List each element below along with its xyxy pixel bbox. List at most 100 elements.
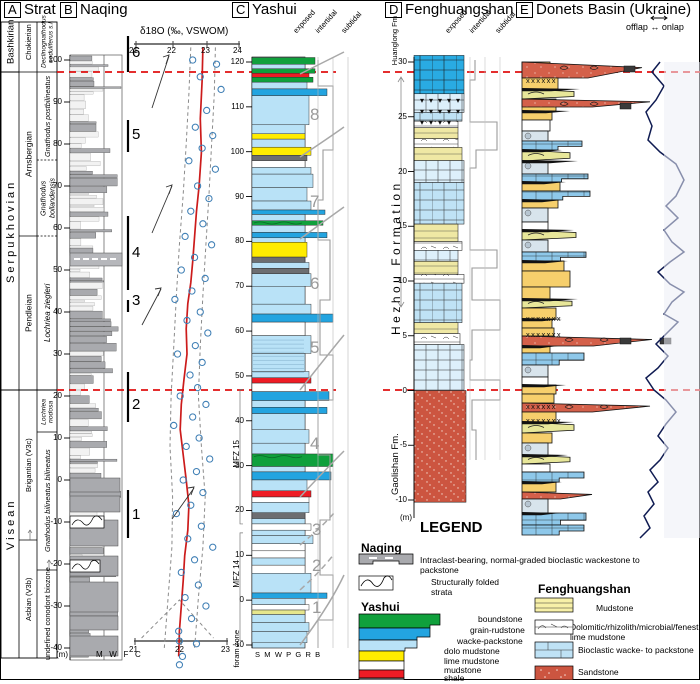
panel-c-yashui-column [251, 56, 349, 649]
panel-title-a: Strat [24, 1, 56, 18]
panel-title-d: Fenghuangshan [405, 1, 514, 18]
yashui-tick-50: 50 [235, 370, 244, 380]
naqing-tick--30: -30 [50, 601, 62, 610]
legend-item-grain-rudstone: grain-rudstone [470, 625, 525, 635]
legend-item-mudstone: mudstone [444, 665, 482, 675]
conodont-zone-gnathodus-bilineatus: Gnathodus bilineatus bilineatus [43, 449, 52, 553]
yashui-tick-110: 110 [231, 101, 244, 111]
isotope-crossplot [134, 41, 240, 669]
donets-curve-label: offlap ↔ onlap [626, 22, 684, 32]
yashui-tick-0: 0 [239, 595, 244, 605]
naqing-tick-20: 20 [53, 391, 62, 400]
naqing-tick-10: 10 [53, 433, 62, 442]
legend-item-naqing-bed: Intraclast-bearing, normal-graded biocla… [420, 555, 640, 575]
yashui-seq-6: 6 [310, 274, 320, 293]
naqing-tick-90: 90 [53, 97, 62, 106]
yashui-tick-120: 120 [230, 57, 244, 66]
fh-tick-20: 20 [398, 166, 407, 176]
legend-item-fh-bioclastic: Bioclastic wacke- to packstone [578, 645, 694, 655]
yashui-texture-scale: S M W P G R B [255, 650, 322, 659]
panel-title-c: Yashui [252, 1, 297, 18]
panel-tag-c: C [232, 2, 250, 18]
naqing-seq-4: 4 [132, 244, 141, 261]
legend-item-folded: Structurally folded strata [431, 577, 500, 597]
svg-text:xxxxxxx: xxxxxxx [526, 330, 562, 339]
naqing-tick-60: 60 [53, 223, 62, 232]
naqing-tick--40: -40 [50, 643, 62, 652]
strat-stage-bashkirian: Bashkirian [5, 19, 17, 65]
legend-swatches [358, 553, 574, 680]
fh-tick-10: 10 [398, 276, 407, 285]
naqing-tick--20: -20 [50, 559, 62, 568]
panel-title-e: Donets Basin (Ukraine) [536, 1, 692, 18]
yashui-tick-30: 30 [235, 460, 244, 470]
yashui-tick-40: 40 [235, 415, 244, 425]
panel-tag-e: E [516, 2, 533, 18]
naqing-tick-30: 30 [53, 349, 62, 358]
yashui-mfz-14: MFZ 14 [232, 560, 241, 588]
isotope-tick-23-top: 23 [201, 46, 210, 55]
fh-unit-label: (m) [400, 513, 412, 522]
fh-tick-25: 25 [398, 111, 407, 121]
fh-tick-15: 15 [398, 221, 407, 231]
naqing-tick-40: 40 [53, 307, 62, 316]
yashui-tick--10: -10 [232, 640, 244, 649]
strat-substage-pendleian: Pendleian [23, 294, 34, 332]
fh-tick-5: 5 [402, 330, 407, 340]
panel-a-strat [0, 21, 58, 659]
svg-text:xxxxxx: xxxxxx [526, 402, 557, 411]
panel-b-naqing-column [69, 54, 123, 661]
legend-title: LEGEND [420, 519, 483, 536]
fh-tick-30: 30 [398, 57, 407, 66]
isotope-tick-22-bottom: 22 [175, 645, 184, 654]
naqing-tick-50: 50 [53, 265, 62, 274]
strat-substage-brigantian: Brigantian (V3c) [24, 438, 33, 492]
fh-formation-hezhou: Hezhou Formation [389, 180, 403, 335]
isotope-tick-24-top: 24 [233, 46, 242, 55]
isotope-tick-21-bottom: 21 [129, 645, 138, 654]
legend-item-lime-mudstone: lime mudstone [444, 656, 500, 666]
naqing-seq-3: 3 [132, 292, 141, 309]
isotope-tick-23-bottom: 23 [221, 645, 230, 654]
svg-text:xxxxxxx: xxxxxxx [526, 416, 562, 425]
naqing-tick-80: 80 [53, 139, 62, 148]
naqing-tick--10: -10 [50, 517, 62, 526]
legend-item-shale: shale [444, 673, 465, 683]
isotope-axis-title-text: δ18O (‰, VSWOM) [140, 26, 229, 37]
legend-item-boundstone: boundstone [478, 614, 523, 624]
isotope-axis-title: δ18O (‰, VSWOM) [140, 26, 228, 37]
strat-substage-chokierian: Chokierian [24, 24, 33, 60]
yashui-tick-70: 70 [235, 281, 244, 291]
isotope-tick-21-top: 21 [129, 46, 138, 55]
legend-group-naqing: Naqing [361, 541, 402, 555]
panel-title-b: Naqing [80, 1, 128, 18]
yashui-seq-2: 2 [312, 556, 322, 575]
yashui-seq-8: 8 [310, 105, 320, 124]
fh-tick-0: 0 [402, 385, 407, 395]
yashui-foram-zone-label: foram zone [232, 630, 241, 668]
panel-tag-b: B [60, 2, 77, 18]
panel-d-fenghuangshan-column [413, 55, 501, 518]
naqing-tick-70: 70 [53, 181, 62, 190]
fh-tick--10: -10 [395, 495, 407, 504]
legend-item-fh-dolomitic: Dolomitic/rhizolith/microbial/fenestral … [570, 622, 700, 642]
legend-item-fh-sandstone: Sandstone [578, 667, 619, 677]
strat-stage-serpukhovian: Serpukhovian [5, 179, 17, 283]
naqing-seq-6: 6 [132, 44, 141, 61]
yashui-tick-10: 10 [235, 550, 244, 560]
yashui-tick-60: 60 [235, 326, 244, 336]
panel-tag-a: A [4, 2, 21, 18]
naqing-seq-5: 5 [132, 126, 141, 143]
legend-item-fh-mudstone: Mudstone [596, 603, 634, 613]
legend-group-fenghuangshan: Fenghuangshan [538, 582, 631, 596]
strat-substage-asbian: Asbian (V3b) [24, 577, 33, 621]
yashui-tick-80: 80 [235, 236, 244, 246]
yashui-tick-100: 100 [230, 146, 244, 156]
fh-tick--5: -5 [399, 440, 407, 450]
yashui-seq-5: 5 [310, 338, 320, 357]
strat-stage-visean: Visean [5, 498, 17, 550]
yashui-seq-1: 1 [312, 598, 322, 617]
